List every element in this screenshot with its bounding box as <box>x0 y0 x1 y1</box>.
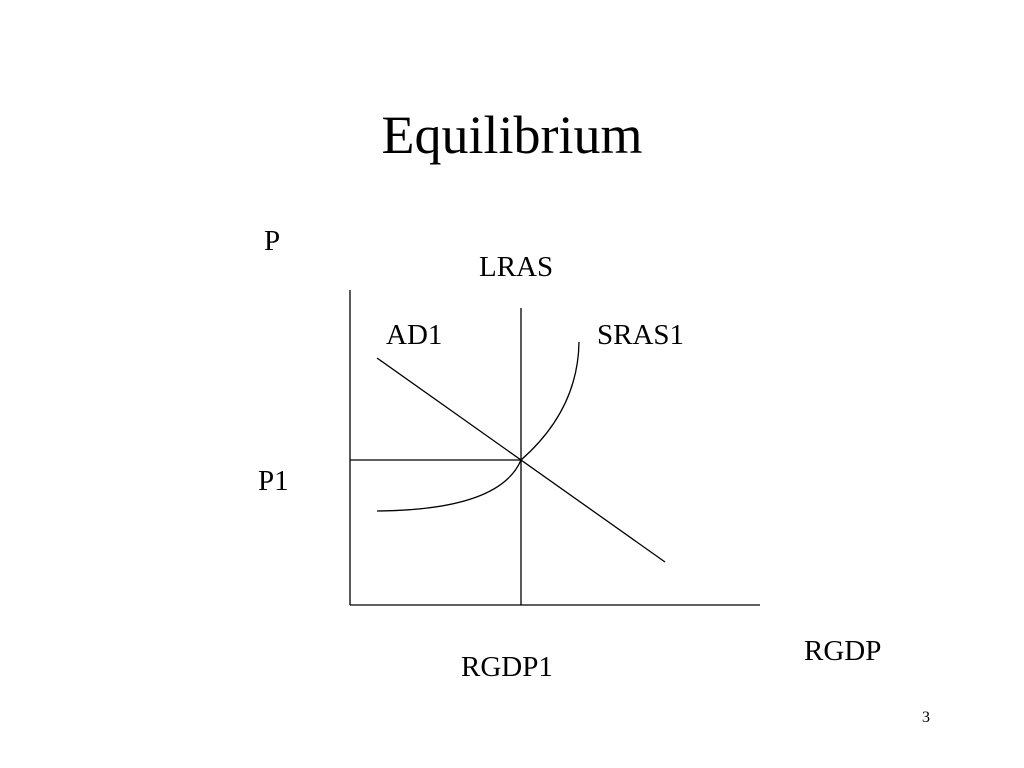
y-axis-label: P <box>264 225 281 257</box>
sras1-curve <box>376 341 580 512</box>
rgdp1-label: RGDP1 <box>461 651 553 683</box>
sras1-label: SRAS1 <box>597 319 685 351</box>
page-number: 3 <box>922 709 930 726</box>
p1-label: P1 <box>258 465 289 497</box>
lras-label: LRAS <box>479 251 554 283</box>
slide-title: Equilibrium <box>381 105 643 165</box>
x-axis-label: RGDP <box>804 635 882 667</box>
ad1-label: AD1 <box>386 319 443 351</box>
